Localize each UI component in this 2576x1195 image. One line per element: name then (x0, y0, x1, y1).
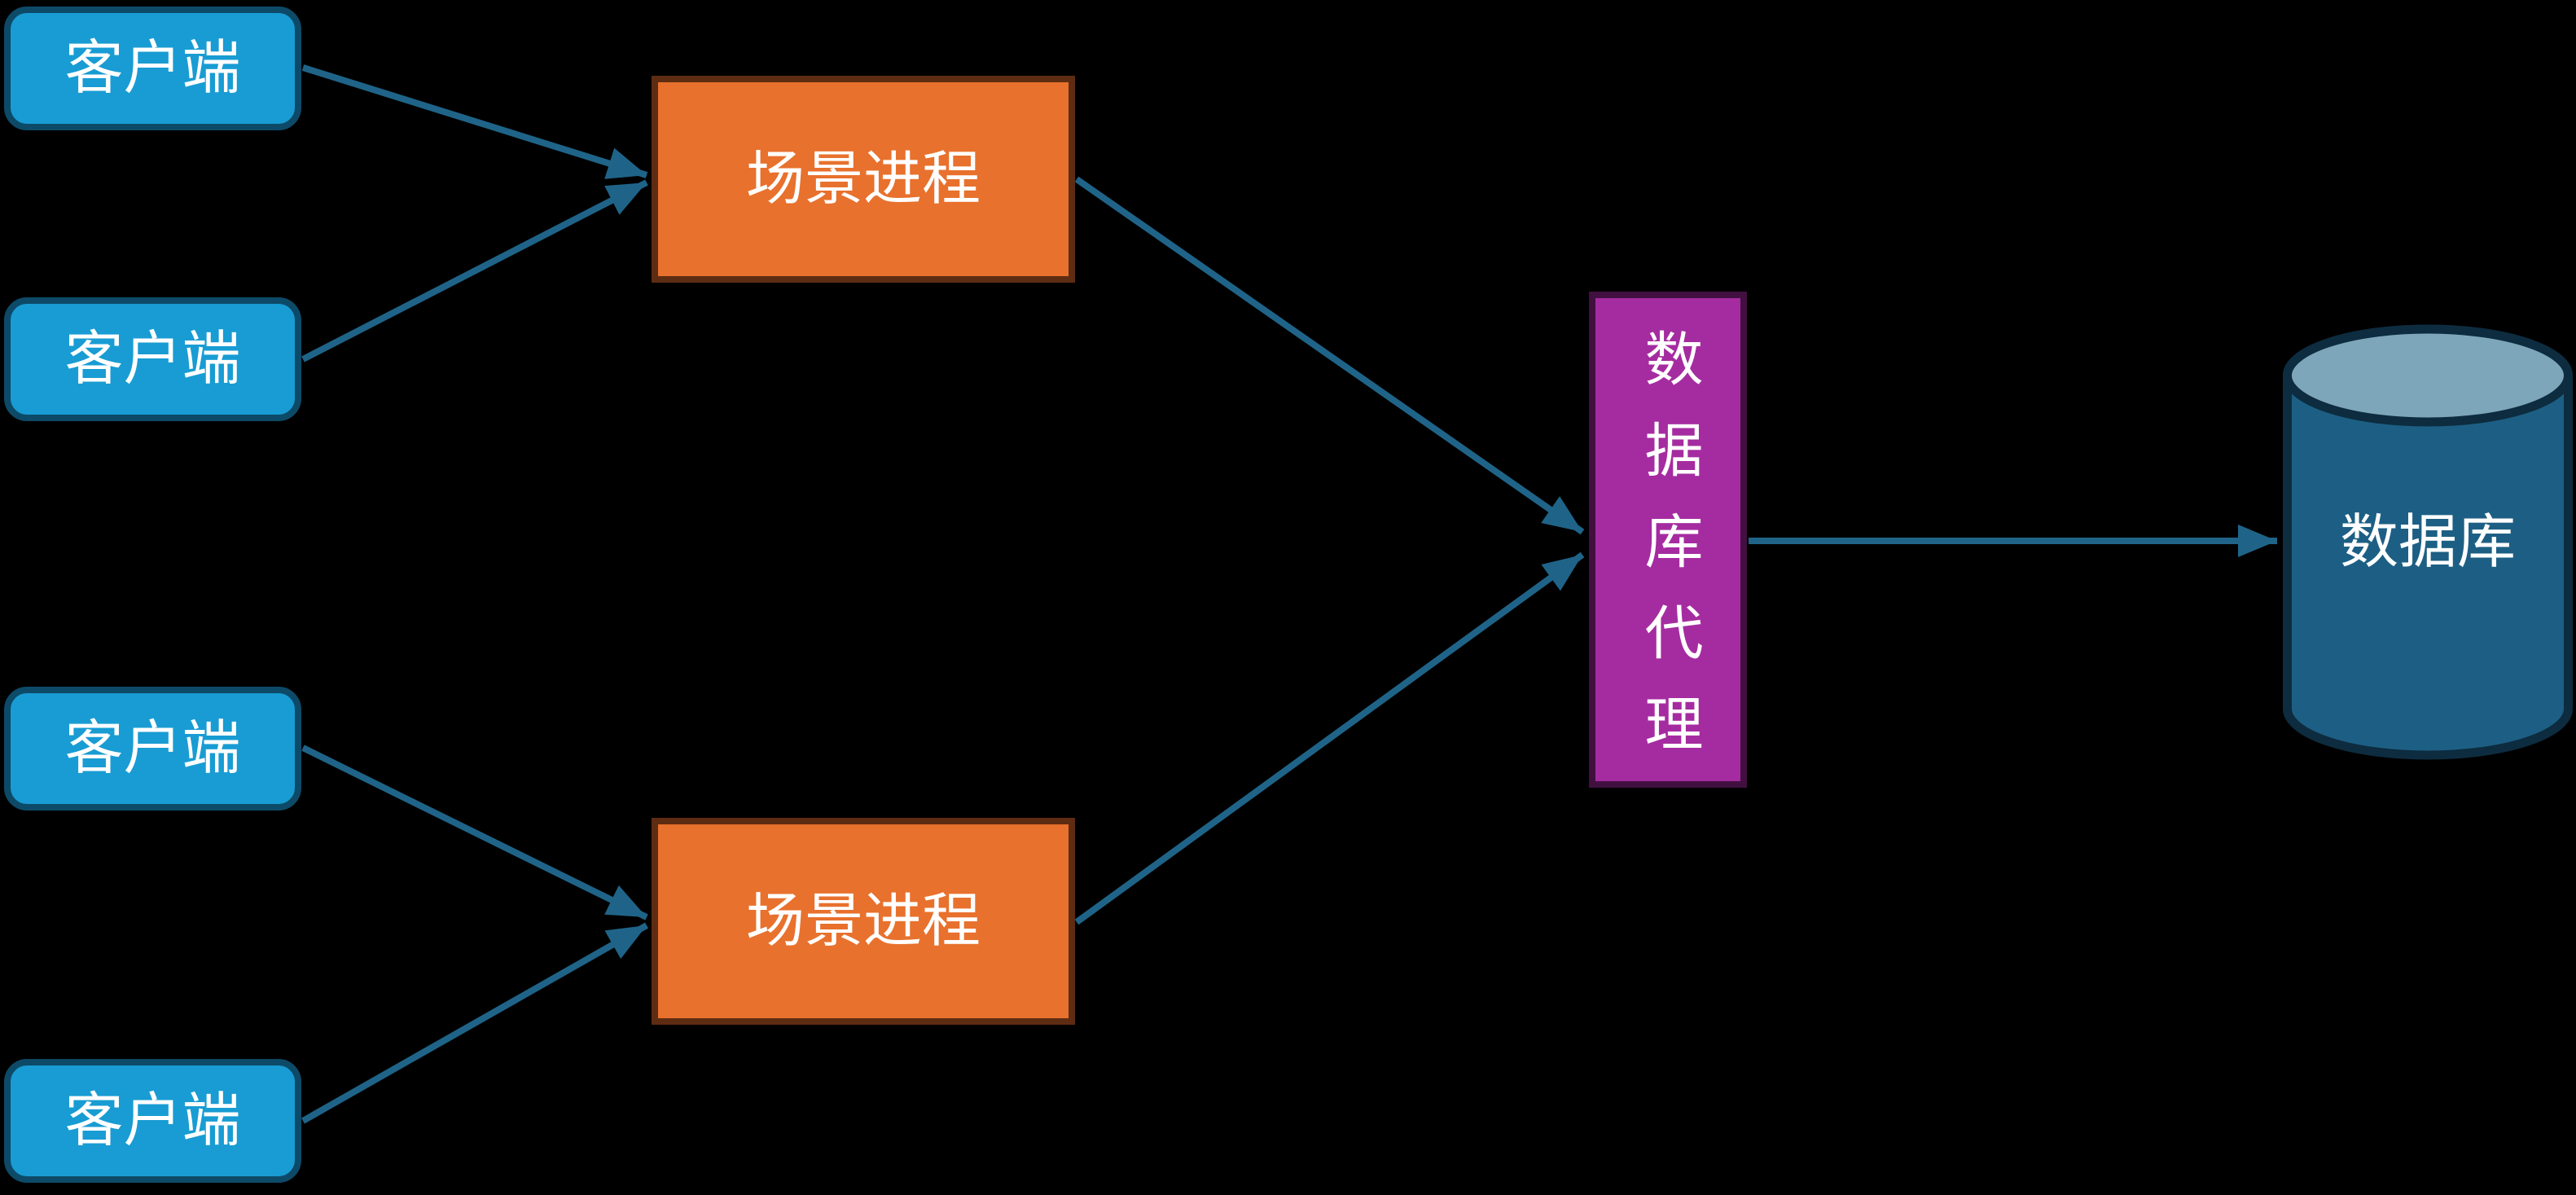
edge-client4-to-process2 (301, 922, 648, 1124)
client-node-4: 客户端 (4, 1059, 301, 1183)
client-node-3: 客户端 (4, 687, 301, 811)
edge-client2-to-process1 (301, 179, 648, 362)
scene-process-node-2: 场景进程 (652, 818, 1075, 1025)
database-proxy-node: 数据库代理 (1589, 292, 1747, 788)
scene-process-node-2-label: 场景进程 (745, 889, 981, 954)
edge-process1-to-proxy (1074, 176, 1585, 535)
database-proxy-label: 数据库代理 (1635, 327, 1701, 784)
database-label: 数据库 (2339, 509, 2516, 575)
scene-process-node-1: 场景进程 (652, 76, 1075, 283)
database-cylinder-top (2283, 324, 2573, 427)
edge-client1-to-process1 (301, 64, 648, 179)
client-node-1: 客户端 (4, 7, 301, 130)
client-node-2: 客户端 (4, 297, 301, 421)
client-node-4-label: 客户端 (64, 1088, 241, 1153)
client-node-2-label: 客户端 (64, 327, 241, 392)
edge-process2-to-proxy (1074, 551, 1585, 925)
client-node-3-label: 客户端 (64, 716, 241, 781)
client-node-1-label: 客户端 (64, 36, 241, 101)
scene-process-node-1-label: 场景进程 (745, 147, 981, 212)
database-cylinder-icon (2283, 324, 2573, 760)
database-node: 数据库 (2283, 324, 2573, 760)
edge-client3-to-process2 (301, 745, 648, 920)
